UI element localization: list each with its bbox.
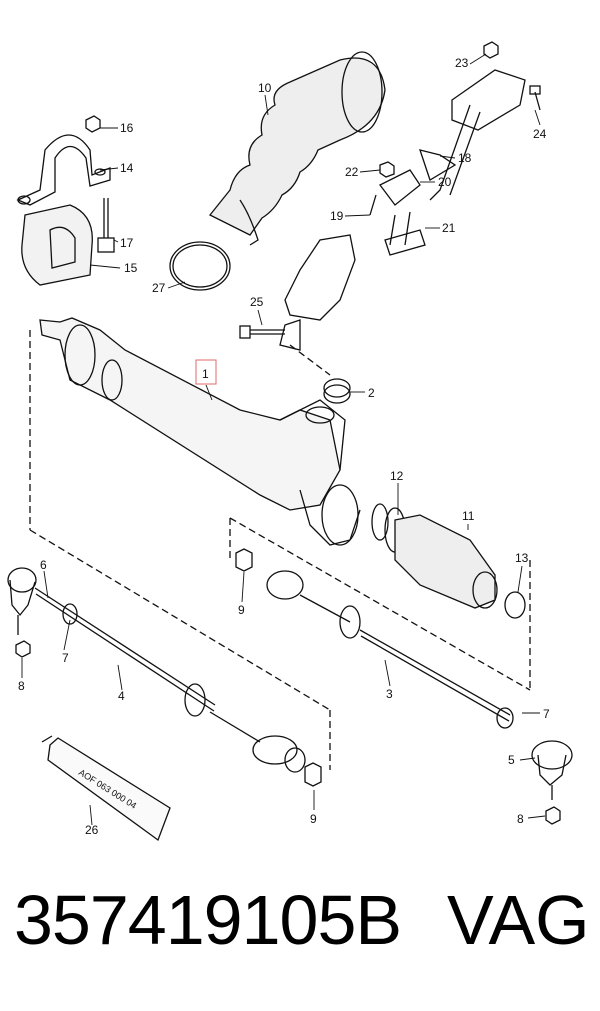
nut-9-left <box>235 548 253 572</box>
brand-name: VAG <box>447 881 590 959</box>
leader-lines <box>21 53 546 826</box>
shaft-clamp-20 <box>369 169 421 216</box>
studs-21 <box>384 211 426 256</box>
universal-joint-upper <box>419 69 526 201</box>
label-7-left: 7 <box>62 651 69 665</box>
label-20: 20 <box>438 175 452 189</box>
assembly-frame-lines <box>29 330 531 770</box>
label-9-left: 9 <box>238 603 245 617</box>
bolt-25 <box>239 325 285 339</box>
tie-rod-right <box>266 570 573 800</box>
label-4: 4 <box>118 689 125 703</box>
universal-joint-lower <box>279 234 356 351</box>
exploded-parts-diagram: AOF 063 000 04 <box>7 41 573 842</box>
highlight-box <box>195 359 217 385</box>
label-22: 22 <box>345 165 359 179</box>
tie-rod-left <box>7 567 306 773</box>
label-26: 26 <box>85 823 99 837</box>
label-27: 27 <box>152 281 166 295</box>
label-1: 1 <box>202 367 209 381</box>
rack-boot <box>394 514 498 609</box>
label-21: 21 <box>442 221 456 235</box>
callout-labels: 1 2 3 4 5 6 7 7 8 8 9 9 10 11 12 13 14 1… <box>18 56 550 837</box>
nut-22 <box>379 161 395 178</box>
grease-tube <box>41 735 171 842</box>
label-12: 12 <box>390 469 404 483</box>
label-7-right: 7 <box>543 707 550 721</box>
label-2: 2 <box>368 386 375 400</box>
label-8-right: 8 <box>517 812 524 826</box>
rubber-bushing <box>21 204 93 286</box>
bolt-17 <box>97 198 115 253</box>
nut-8-right <box>545 806 561 825</box>
label-6: 6 <box>40 558 47 572</box>
label-14: 14 <box>120 161 134 175</box>
label-15: 15 <box>124 261 138 275</box>
steering-rack-housing <box>39 317 361 546</box>
label-5: 5 <box>508 753 515 767</box>
steering-boot <box>208 51 386 246</box>
bolt-24 <box>529 85 541 111</box>
label-17: 17 <box>120 236 134 250</box>
label-11: 11 <box>462 509 475 523</box>
hose-clamp <box>169 241 231 291</box>
clip-13 <box>504 591 526 619</box>
mounting-bracket <box>16 134 111 206</box>
seal-2 <box>323 378 351 404</box>
part-number: 357419105B <box>14 881 402 959</box>
label-9-lower: 9 <box>310 812 317 826</box>
label-13: 13 <box>515 551 529 565</box>
label-10: 10 <box>258 81 272 95</box>
label-19: 19 <box>330 209 344 223</box>
label-24: 24 <box>533 127 547 141</box>
label-3: 3 <box>386 687 393 701</box>
nut-16 <box>85 115 101 133</box>
label-16: 16 <box>120 121 134 135</box>
label-8-left: 8 <box>18 679 25 693</box>
label-25: 25 <box>250 295 264 309</box>
nut-9-lower <box>304 762 322 787</box>
label-18: 18 <box>458 151 472 165</box>
label-23: 23 <box>455 56 469 70</box>
nut-23 <box>483 41 499 59</box>
nut-8-left <box>15 640 31 658</box>
